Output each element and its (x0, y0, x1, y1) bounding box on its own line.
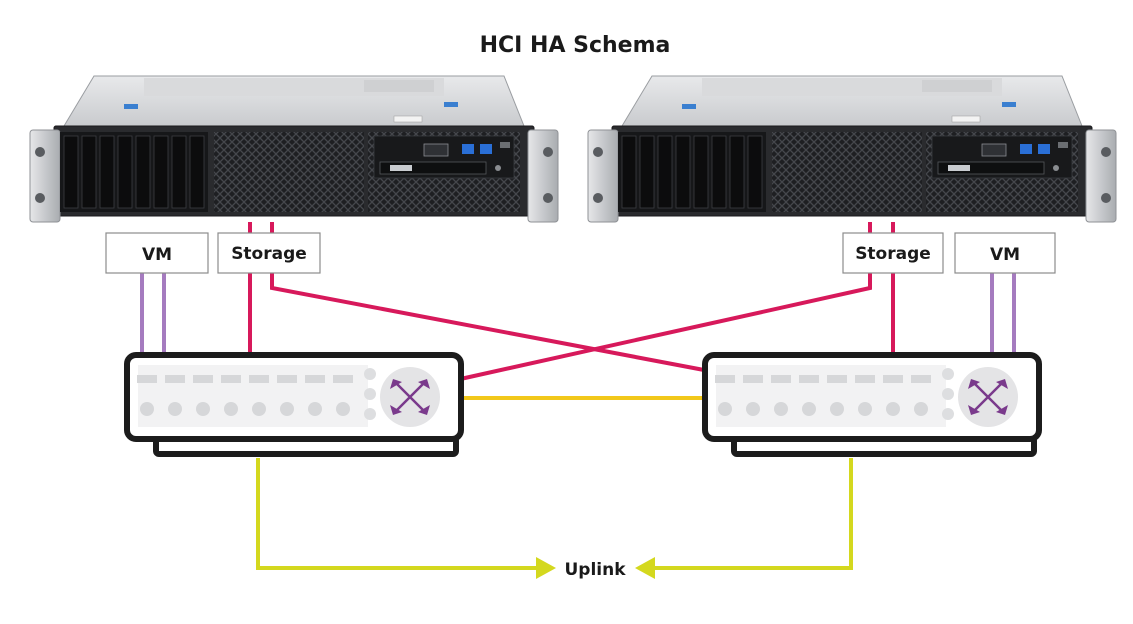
uplink-lines (256, 458, 853, 570)
label-storage-server2: Storage (842, 232, 944, 274)
uplink-line-switch1 (256, 458, 538, 570)
uplink-arrowhead-left-icon (536, 557, 556, 579)
uplink-line-switch2 (653, 458, 853, 570)
vm-links (140, 272, 1016, 358)
label-vm-server1: VM (105, 232, 209, 274)
diagram-title: HCI HA Schema (480, 33, 671, 58)
label-text: Storage (231, 244, 307, 264)
label-text: VM (142, 245, 172, 265)
label-vm-server2: VM (954, 232, 1056, 274)
uplink-arrowhead-right-icon (635, 557, 655, 579)
storage-link-server1-switch2 (270, 222, 705, 372)
rack-server-2-icon (587, 75, 1117, 223)
label-text: VM (990, 245, 1020, 265)
network-switch-1-icon (127, 355, 461, 454)
rack-server-1-icon (29, 75, 559, 223)
uplink-label: Uplink (564, 560, 626, 580)
label-text: Storage (855, 244, 931, 264)
network-switch-2-icon (705, 355, 1039, 454)
label-storage-server1: Storage (217, 232, 321, 274)
